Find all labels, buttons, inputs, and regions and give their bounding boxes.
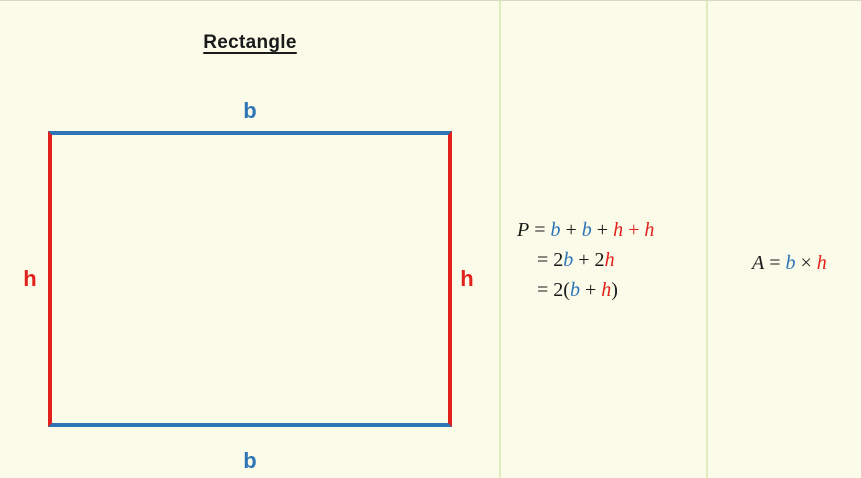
formula-segment: b bbox=[550, 219, 561, 241]
formula-segment: P bbox=[517, 219, 530, 241]
formula-segment: h bbox=[644, 219, 655, 241]
formula-segment: h bbox=[816, 252, 827, 274]
formula-segment: + bbox=[623, 219, 645, 241]
formula-segment: + bbox=[579, 279, 602, 301]
formula-segment: h bbox=[601, 279, 612, 301]
base-label-bottom: b bbox=[243, 448, 257, 473]
perimeter-line-3: = 2(b + h) bbox=[517, 275, 654, 305]
formula-segment: × bbox=[795, 252, 817, 274]
formula-segment: + bbox=[560, 219, 582, 241]
formula-segment: = 2( bbox=[537, 279, 570, 301]
formula-segment: A bbox=[752, 252, 765, 274]
formula-segment: + bbox=[591, 219, 614, 241]
formula-segment: + 2 bbox=[573, 249, 605, 271]
formula-segment: b bbox=[569, 279, 580, 301]
formula-segment: = bbox=[764, 252, 786, 274]
area-line: A = b × h bbox=[752, 250, 827, 276]
perimeter-line-2: = 2b + 2h bbox=[517, 245, 654, 275]
formula-segment: h bbox=[613, 219, 624, 241]
base-label-top: b bbox=[243, 98, 257, 123]
panel-divider-left bbox=[499, 1, 501, 478]
formula-segment: b bbox=[563, 249, 574, 271]
height-label-right: h bbox=[460, 266, 474, 291]
perimeter-formula: P = b + b + h + h = 2b + 2h = 2(b + h) bbox=[517, 215, 654, 305]
formula-segment: b bbox=[581, 219, 592, 241]
height-label-left: h bbox=[23, 266, 37, 291]
formula-segment: = bbox=[529, 219, 551, 241]
panel-divider-right bbox=[706, 1, 708, 478]
diagram-title: Rectangle bbox=[203, 32, 297, 53]
formula-segment: ) bbox=[611, 279, 618, 301]
formula-segment: b bbox=[785, 252, 796, 274]
perimeter-line-1: P = b + b + h + h bbox=[517, 215, 654, 245]
rectangle-shape bbox=[48, 131, 452, 427]
formula-segment: = 2 bbox=[537, 249, 564, 271]
formula-segment: h bbox=[604, 249, 615, 271]
area-formula: A = b × h bbox=[752, 250, 827, 276]
